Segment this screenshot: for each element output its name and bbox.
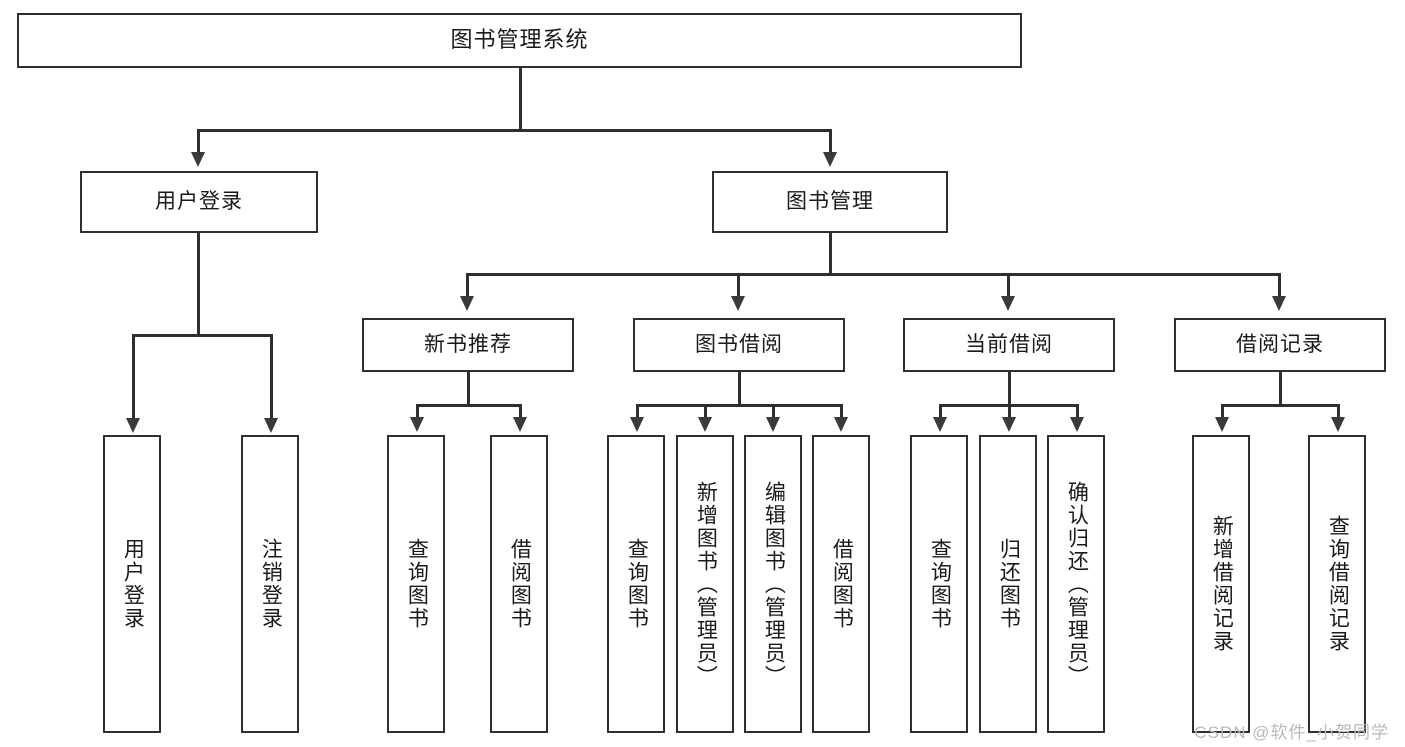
node-book-borrow[interactable]: 图书借阅 (633, 318, 845, 372)
connector-record-bar (1222, 404, 1339, 407)
node-new-book-recommend[interactable]: 新书推荐 (362, 318, 574, 372)
leaf-label: 归还图书 (997, 538, 1021, 630)
connector-root-to-manage (829, 129, 832, 155)
connector-root-to-login (197, 129, 200, 155)
connector-login-stem (197, 233, 200, 336)
node-user-login[interactable]: 用户登录 (80, 171, 318, 233)
connector-root-bar (198, 129, 831, 132)
leaf-user-login-2[interactable]: 注销登录 (241, 435, 299, 733)
leaf-borrow-record-1[interactable]: 新增借阅记录 (1192, 435, 1250, 733)
arrow-login-leaf-1 (126, 418, 140, 433)
leaf-label: 新增图书（管理员） (694, 480, 718, 688)
arrow-record-leaf-2 (1331, 417, 1345, 432)
leaf-current-borrow-2[interactable]: 归还图书 (979, 435, 1037, 733)
leaf-label: 新增借阅记录 (1210, 515, 1234, 653)
node-label: 用户登录 (155, 190, 243, 214)
arrow-borrow-leaf-3 (766, 417, 780, 432)
leaf-label: 借阅图书 (830, 538, 854, 630)
arrow-current-leaf-3 (1070, 417, 1084, 432)
connector-recommend-drop-1 (416, 404, 419, 418)
node-borrow-record[interactable]: 借阅记录 (1174, 318, 1386, 372)
connector-root-stem (519, 68, 522, 131)
connector-borrow-drop-3 (772, 404, 775, 418)
arrow-recommend-leaf-1 (410, 417, 424, 432)
leaf-label: 确认归还（管理员） (1065, 480, 1089, 688)
connector-borrow-bar (637, 404, 841, 407)
leaf-book-borrow-2[interactable]: 新增图书（管理员） (676, 435, 734, 733)
leaf-label: 查询图书 (405, 538, 429, 630)
arrow-recommend-leaf-2 (513, 417, 527, 432)
arrow-manage-child-2 (731, 296, 745, 311)
connector-manage-drop-3 (1007, 273, 1010, 299)
watermark-text: CSDN @软件_小贺同学 (1194, 723, 1389, 742)
node-root-system[interactable]: 图书管理系统 (17, 13, 1022, 68)
arrow-borrow-leaf-2 (698, 417, 712, 432)
leaf-label: 注销登录 (259, 538, 283, 630)
connector-manage-drop-2 (737, 273, 740, 299)
leaf-recommend-2[interactable]: 借阅图书 (490, 435, 548, 733)
leaf-recommend-1[interactable]: 查询图书 (387, 435, 445, 733)
arrow-borrow-leaf-1 (630, 417, 644, 432)
leaf-label: 查询图书 (928, 538, 952, 630)
connector-record-drop-1 (1221, 404, 1224, 418)
connector-record-drop-2 (1337, 404, 1340, 418)
arrow-current-leaf-2 (1002, 417, 1016, 432)
node-book-management[interactable]: 图书管理 (712, 171, 948, 233)
arrow-root-to-login (191, 152, 205, 167)
leaf-label: 用户登录 (121, 538, 145, 630)
connector-manage-drop-4 (1278, 273, 1281, 299)
connector-current-drop-1 (939, 404, 942, 418)
arrow-manage-child-1 (460, 296, 474, 311)
connector-record-stem (1279, 372, 1282, 406)
connector-current-stem (1008, 372, 1011, 406)
leaf-book-borrow-3[interactable]: 编辑图书（管理员） (744, 435, 802, 733)
node-label: 当前借阅 (965, 333, 1053, 357)
connector-login-bar (133, 334, 272, 337)
arrow-record-leaf-1 (1215, 417, 1229, 432)
connector-current-drop-3 (1076, 404, 1079, 418)
arrow-current-leaf-1 (933, 417, 947, 432)
leaf-current-borrow-1[interactable]: 查询图书 (910, 435, 968, 733)
connector-login-drop-1 (132, 334, 135, 420)
node-label: 借阅记录 (1236, 333, 1324, 357)
connector-current-drop-2 (1008, 404, 1011, 418)
connector-borrow-drop-2 (704, 404, 707, 418)
leaf-label: 编辑图书（管理员） (762, 480, 786, 688)
node-label: 图书借阅 (695, 333, 783, 357)
arrow-root-to-manage (823, 152, 837, 167)
leaf-book-borrow-1[interactable]: 查询图书 (607, 435, 665, 733)
connector-manage-bar (466, 273, 1280, 276)
leaf-borrow-record-2[interactable]: 查询借阅记录 (1308, 435, 1366, 733)
leaf-user-login-1[interactable]: 用户登录 (103, 435, 161, 733)
leaf-current-borrow-3[interactable]: 确认归还（管理员） (1047, 435, 1105, 733)
leaf-label: 查询借阅记录 (1326, 515, 1350, 653)
connector-recommend-bar (417, 404, 521, 407)
arrow-manage-child-4 (1272, 296, 1286, 311)
connector-borrow-drop-4 (840, 404, 843, 418)
arrow-borrow-leaf-4 (834, 417, 848, 432)
node-label: 图书管理 (786, 190, 874, 214)
leaf-label: 借阅图书 (508, 538, 532, 630)
leaf-label: 查询图书 (625, 538, 649, 630)
node-label: 新书推荐 (424, 333, 512, 357)
arrow-manage-child-3 (1001, 296, 1015, 311)
connector-borrow-drop-1 (636, 404, 639, 418)
node-current-borrow[interactable]: 当前借阅 (903, 318, 1115, 372)
connector-manage-stem (829, 233, 832, 275)
connector-manage-drop-1 (466, 273, 469, 299)
connector-recommend-stem (467, 372, 470, 406)
connector-login-drop-2 (270, 334, 273, 420)
connector-recommend-drop-2 (519, 404, 522, 418)
leaf-book-borrow-4[interactable]: 借阅图书 (812, 435, 870, 733)
connector-borrow-stem (738, 372, 741, 406)
node-label: 图书管理系统 (450, 27, 589, 53)
arrow-login-leaf-2 (264, 418, 278, 433)
